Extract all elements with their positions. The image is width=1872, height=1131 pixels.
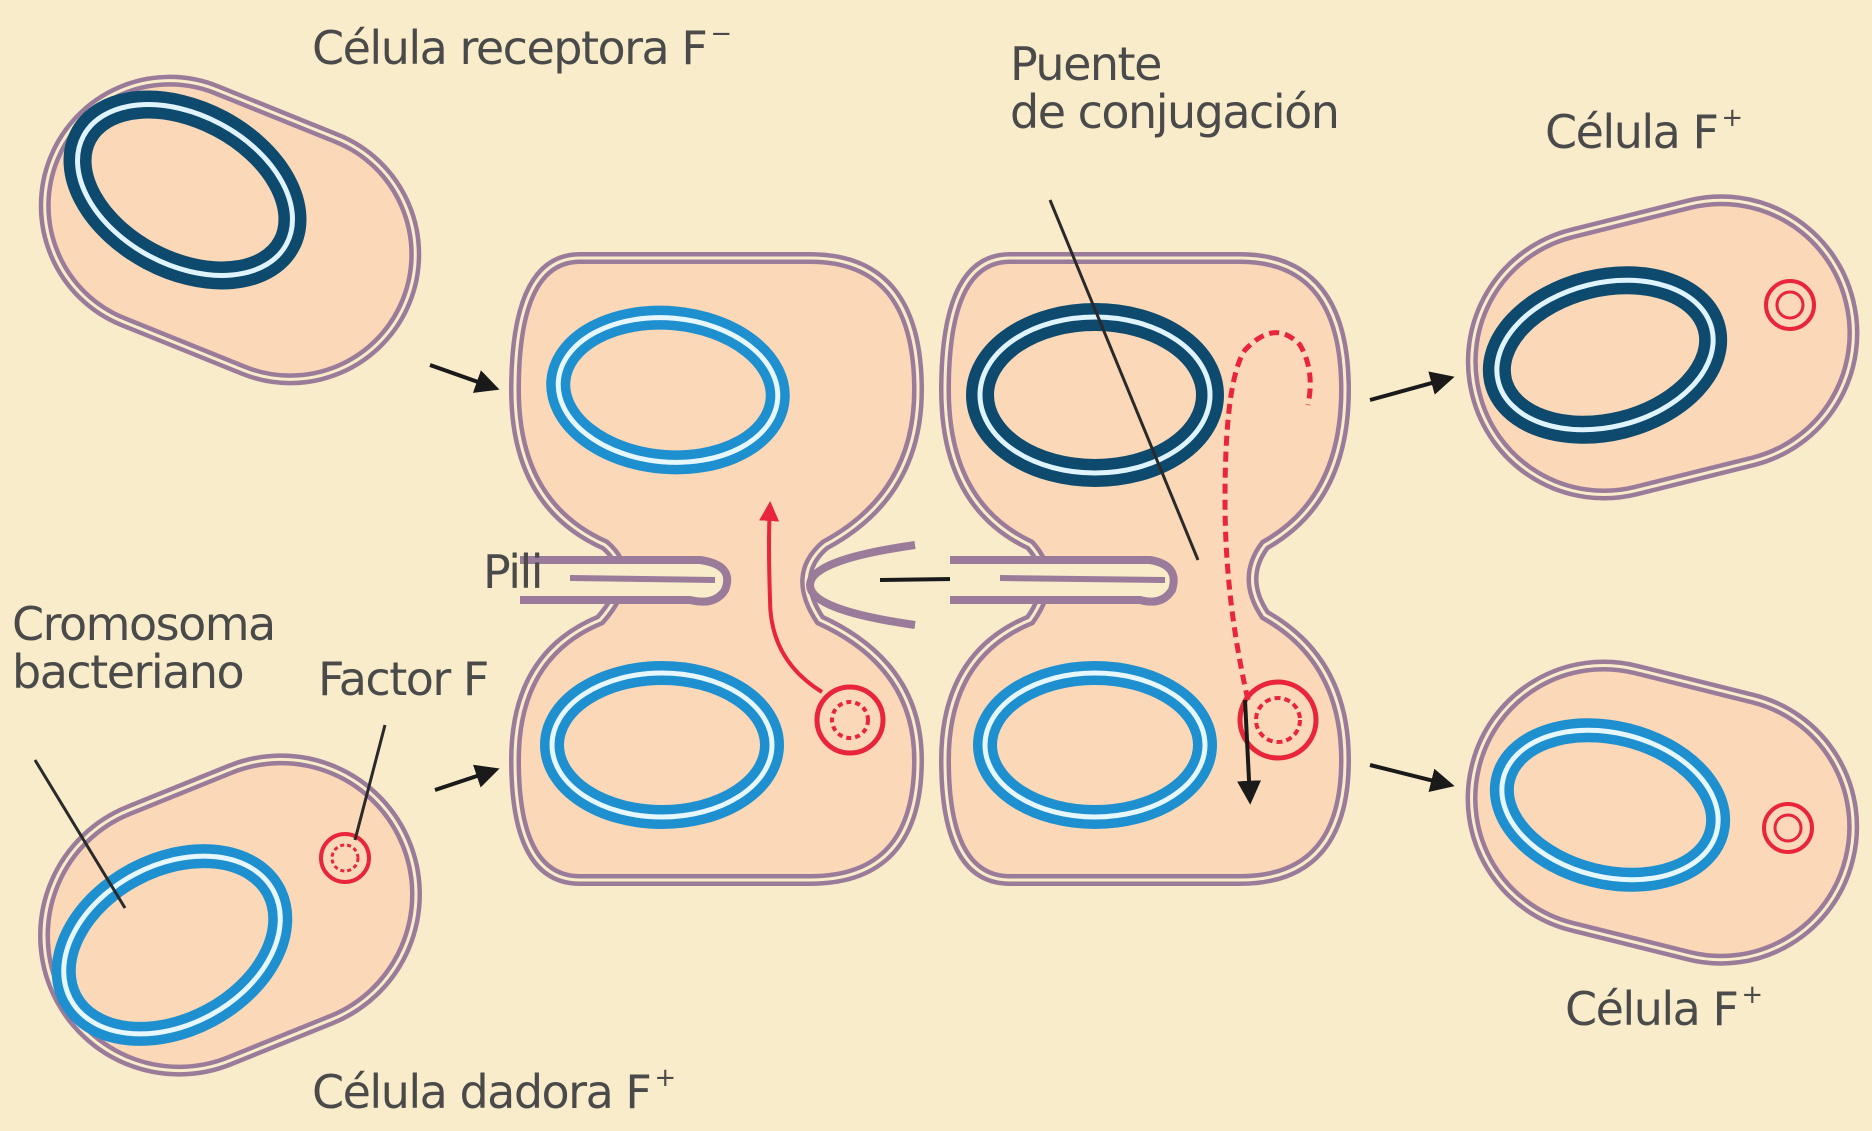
mating-pair-stage-1 — [515, 258, 918, 880]
arrow-to-result-bottom — [1370, 765, 1450, 785]
donor-cell — [3, 719, 456, 1112]
result-cell-bottom-label: Célula F+ — [1565, 985, 1762, 1033]
mating-pair-stage-2 — [945, 258, 1345, 880]
arrow-donor-to-stage2 — [435, 770, 495, 790]
receptor-cell-label: Célula receptora F− — [312, 24, 731, 72]
bridge-label: Puente de conjugación — [1010, 40, 1338, 137]
result-cell-bottom — [1444, 637, 1872, 987]
result-cell-top — [1444, 172, 1872, 522]
receptor-cell — [7, 43, 453, 417]
donor-cell-label: Célula dadora F+ — [312, 1068, 675, 1116]
pili-loop-right — [810, 545, 915, 625]
result-cell-bottom-sign: + — [1741, 980, 1761, 1010]
chromosome-label-line1: Cromosoma — [12, 600, 275, 648]
result-cell-bottom-label-text: Célula F — [1565, 982, 1737, 1036]
result-cell-top-label: Célula F+ — [1545, 108, 1742, 156]
chromosome-label-line2: bacteriano — [12, 648, 275, 696]
f-factor-label: Factor F — [318, 655, 488, 703]
pili-label: Pili — [483, 548, 542, 596]
bridge-label-line1: Puente — [1010, 40, 1338, 88]
bridge-label-line2: de conjugación — [1010, 88, 1338, 136]
result-cell-top-label-text: Célula F — [1545, 105, 1717, 159]
chromosome-label: Cromosoma bacteriano — [12, 600, 275, 697]
receptor-cell-label-text: Célula receptora F — [312, 21, 706, 75]
arrow-receptor-to-stage2 — [430, 365, 495, 388]
receptor-cell-sign: − — [710, 19, 730, 49]
donor-cell-sign: + — [654, 1063, 674, 1093]
donor-cell-label-text: Célula dadora F — [312, 1065, 650, 1119]
arrow-to-result-top — [1370, 378, 1450, 400]
result-cell-top-sign: + — [1721, 103, 1741, 133]
